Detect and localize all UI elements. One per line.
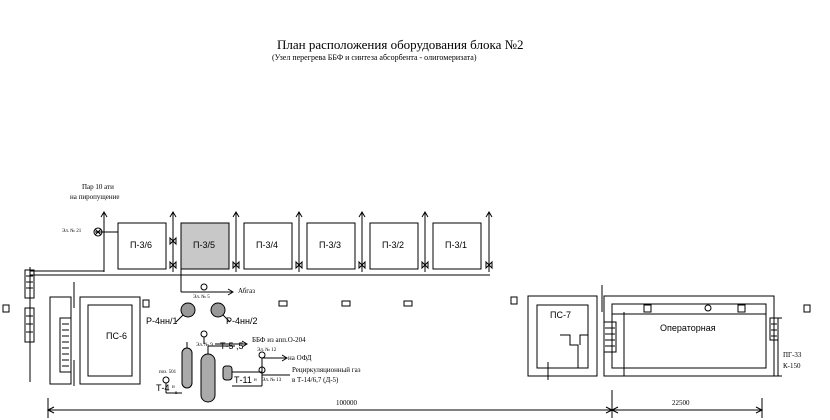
pump-icon (210, 302, 226, 318)
furnace-label-p3-3: П-3/3 (319, 240, 341, 250)
dimension-right: 22500 (672, 399, 690, 407)
page-subtitle: (Узел перегрева ББФ и синтеза абсорбента… (272, 53, 477, 62)
furnace-box-p3-6 (117, 222, 167, 270)
operator-room-outline (603, 295, 779, 377)
steam-valve-icon (93, 227, 103, 237)
panel-markers (2, 296, 811, 313)
operator-room-label: Операторная (660, 323, 716, 333)
substation-ps7-label: ПС-7 (550, 310, 571, 320)
furnace-label-p3-5: П-3/5 (193, 240, 215, 250)
furnace-row (117, 222, 482, 270)
mark-v-t4: в (175, 391, 178, 396)
furnace-label-p3-1: П-3/1 (445, 240, 467, 250)
riser-pipes (100, 211, 493, 272)
mark-n-t4: н (172, 385, 175, 390)
page-title: План расположения оборудования блока №2 (277, 37, 524, 52)
valve-label-5: Эл. № 5 (193, 295, 210, 300)
vessel-label-t4: Т-4 (156, 383, 170, 393)
furnace-box-p3-5 (180, 222, 230, 270)
left-cable-markers (24, 269, 35, 343)
valve-icon (200, 283, 208, 291)
furnace-box-p3-3 (306, 222, 356, 270)
vessel-icon (200, 353, 216, 403)
valve-label-9: Эл. № 9 (196, 343, 213, 348)
position-label: поз. 501 (159, 370, 177, 375)
bbf-line-label: ББФ из апп.О-204 (252, 336, 306, 344)
dimension-lines (46, 390, 764, 418)
panel-icon (704, 304, 712, 312)
substation-ps7-outline (527, 285, 603, 380)
pump-label-r4-1: Р-4нн/1 (146, 316, 178, 326)
panel-icon (737, 304, 746, 313)
furnace-label-p3-4: П-3/4 (256, 240, 278, 250)
furnace-label-p3-2: П-3/2 (382, 240, 404, 250)
furnace-box-p3-4 (243, 222, 293, 270)
right-label-k150: К-150 (783, 362, 801, 370)
pump-label-r4-2: Р-4нн/2 (226, 316, 258, 326)
furnace-box-p3-2 (369, 222, 419, 270)
mark-n-t11: н (254, 378, 257, 383)
riser-valves (169, 236, 493, 270)
vessel-label-t5: Т-5 ,5 (220, 341, 244, 351)
vessel-icon (181, 347, 193, 389)
abgaz-label: Абгаз (238, 287, 256, 295)
recycle-gas-label1: Рециркуляционный газ (292, 366, 361, 374)
substation-ps6-label: ПС-6 (106, 331, 127, 341)
dimension-left: 100000 (336, 399, 357, 407)
valve-icon (258, 366, 266, 374)
steam-valve-label: Эл. № 21 (62, 229, 82, 234)
substation-ps6-outline (49, 282, 141, 386)
vessel-icon (222, 365, 233, 381)
panel-icon (643, 304, 652, 313)
furnace-label-p3-6: П-3/6 (130, 240, 152, 250)
steam-label-line2: на пиропущение (70, 193, 120, 201)
furnace-box-p3-1 (432, 222, 482, 270)
steam-label-line1: Пар 10 ати (82, 183, 114, 191)
recycle-gas-label2: в Т-14/6,7 (Д-5) (292, 376, 339, 384)
to-ofd-label: на ОФД (288, 354, 312, 362)
valve-label-12: Эл. № 12 (257, 348, 277, 353)
right-label-pg33: ПГ-33 (783, 351, 802, 359)
pump-icon (180, 302, 196, 318)
valve-icon (200, 330, 208, 338)
vessel-label-t11: Т-11 (234, 375, 252, 385)
valve-label-13: Эл. № 13 (262, 378, 282, 383)
